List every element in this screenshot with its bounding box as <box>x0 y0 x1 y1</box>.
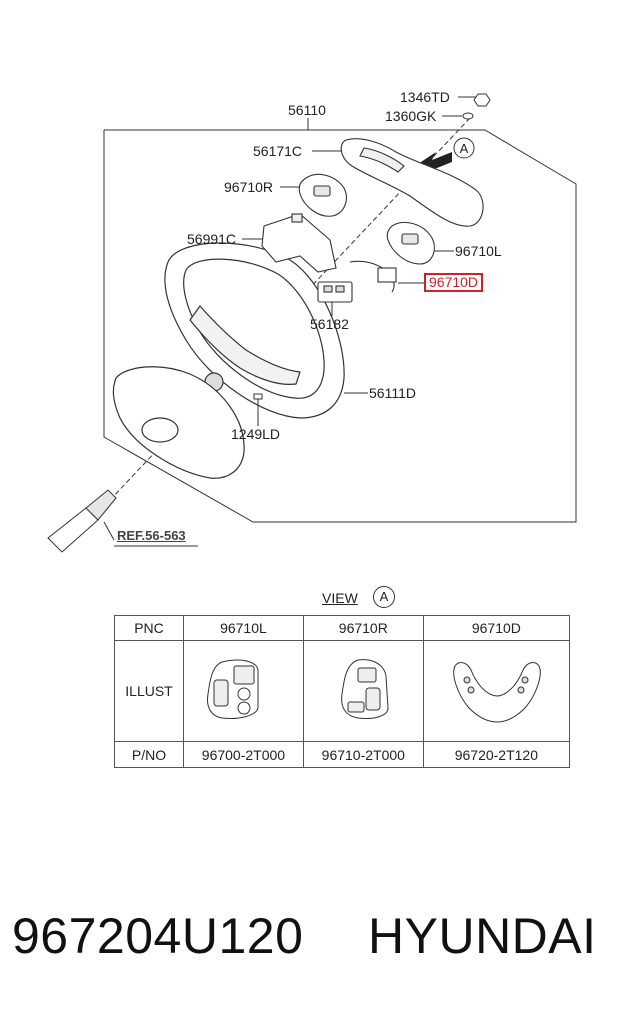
view-arrow-marker: A <box>460 141 469 156</box>
part-number: 967204U120 <box>12 908 304 964</box>
bolt-1249LD <box>253 393 263 412</box>
switch-harness-96710D <box>349 260 397 293</box>
illust-96710D <box>422 640 571 742</box>
label-56182: 56182 <box>310 316 349 332</box>
row-label-pnc: PNC <box>114 615 184 641</box>
table-row-illust: ILLUST <box>114 640 571 742</box>
column-cover <box>112 366 245 479</box>
label-56110: 56110 <box>288 102 326 118</box>
view-title: VIEW <box>322 590 358 606</box>
steering-wheel-56111D <box>164 242 345 419</box>
label-1346TD: 1346TD <box>400 89 450 105</box>
label-56171C: 56171C <box>253 143 303 159</box>
row-label-pno: P/NO <box>114 741 184 768</box>
steering-column <box>47 489 117 553</box>
reference-label: REF.56-563 <box>117 528 186 543</box>
row-label-illust: ILLUST <box>114 640 184 742</box>
switch-left-illustration <box>207 659 259 719</box>
washer-1360GK <box>462 112 474 120</box>
pno-cell: 96720-2T120 <box>422 741 571 768</box>
upper-cover-56171C <box>340 138 484 227</box>
harness-illustration <box>453 661 542 723</box>
pno-cell: 96710-2T000 <box>302 741 424 768</box>
label-96710D: 96710D <box>424 273 484 292</box>
parts-table: PNC 96710L 96710R 96710D ILLUST <box>114 615 571 768</box>
table-row-pnc: PNC 96710L 96710R 96710D <box>114 615 571 641</box>
label-56111D: 56111D <box>369 385 416 401</box>
label-1249LD: 1249LD <box>231 426 281 442</box>
switch-96710L <box>386 221 435 265</box>
footer-band <box>0 848 620 1017</box>
label-96710L: 96710L <box>455 243 502 259</box>
brand-name: HYUNDAI <box>368 908 597 964</box>
pnc-cell: 96710L <box>183 615 304 641</box>
nut-1346TD <box>473 93 491 107</box>
switch-right-illustration <box>341 658 389 719</box>
label-56991C: 56991C <box>187 231 237 247</box>
assembly-frame <box>103 129 577 523</box>
label-96710R: 96710R <box>224 179 274 195</box>
table-row-pno: P/NO 96700-2T000 96710-2T000 96720-2T120 <box>114 741 571 768</box>
label-1360GK: 1360GK <box>385 108 437 124</box>
view-marker: A <box>373 586 395 608</box>
pnc-cell: 96710R <box>302 615 424 641</box>
clock-spring-56182 <box>317 281 353 303</box>
pnc-cell: 96710D <box>422 615 571 641</box>
switch-96710R <box>298 173 347 217</box>
ref-leader <box>103 521 115 541</box>
illust-96710R <box>302 640 424 742</box>
pno-cell: 96700-2T000 <box>183 741 304 768</box>
illust-96710L <box>183 640 304 742</box>
bracket-56991C <box>261 213 337 273</box>
exploded-diagram: A <box>47 93 577 553</box>
